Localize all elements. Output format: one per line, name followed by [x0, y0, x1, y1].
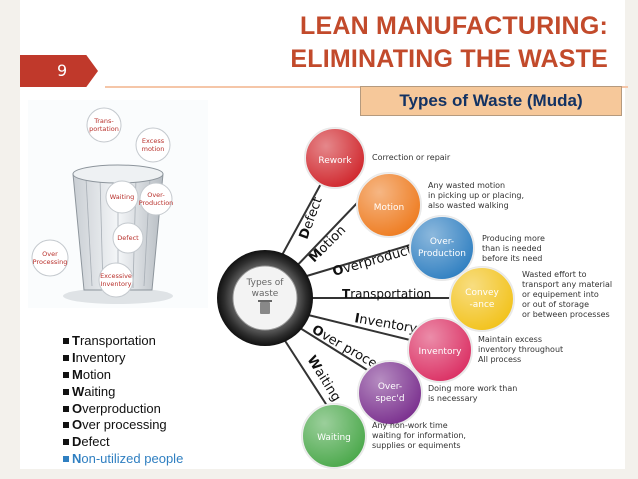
- bin-label-defect: Defect: [117, 234, 139, 242]
- hub-label-line1: Types of: [246, 278, 285, 288]
- desc-waiting: Any non-work time waiting for informatio…: [372, 421, 469, 450]
- subtitle-box: Types of Waste (Muda): [360, 86, 622, 116]
- node-over-production: Over- Production: [409, 215, 475, 281]
- node-conveyance: Convey -ance: [449, 266, 515, 332]
- hub-label-line2: waste: [252, 289, 279, 299]
- svg-text:Convey: Convey: [465, 288, 499, 298]
- node-inventory: Inventory: [407, 317, 473, 383]
- slide-title: LEAN MANUFACTURING: ELIMINATING THE WAST…: [290, 10, 608, 76]
- node-rework: Rework: [304, 127, 366, 189]
- svg-text:Inventory: Inventory: [419, 347, 463, 357]
- bin-label-overprocessing-1: Over: [42, 250, 58, 258]
- slide-title-line1: LEAN MANUFACTURING:: [300, 12, 608, 40]
- desc-rework: Correction or repair: [372, 153, 451, 162]
- waste-types-diagram: Types of waste Defect Motion Overproduct…: [210, 118, 630, 473]
- svg-text:Over-: Over-: [378, 382, 402, 392]
- bin-label-transport-1: Trans-: [93, 117, 114, 125]
- bin-label-overproduction-2: Production: [139, 199, 174, 207]
- slide-number-badge: 9: [20, 55, 98, 87]
- list-item: Over processing: [62, 417, 183, 434]
- trash-can-icon: [258, 300, 272, 314]
- svg-text:Waiting: Waiting: [317, 433, 351, 443]
- slide-title-line2: ELIMINATING THE WASTE: [290, 45, 608, 73]
- desc-motion: Any wasted motion in picking up or placi…: [428, 181, 527, 210]
- waste-bin-illustration: Trans- portation Excess motion Waiting O…: [28, 100, 208, 308]
- slide-frame-right: [625, 0, 638, 479]
- list-item: Overproduction: [62, 401, 183, 418]
- node-motion: Motion: [356, 172, 422, 238]
- list-item: Motion: [62, 367, 183, 384]
- list-item: Transportation: [62, 333, 183, 350]
- desc-inventory: Maintain excess inventory throughout All…: [478, 335, 566, 364]
- desc-over-specd: Doing more work than is necessary: [428, 384, 520, 403]
- waste-bin-graphic: Trans- portation Excess motion Waiting O…: [31, 107, 174, 304]
- node-over-specd: Over- spec'd: [357, 360, 423, 426]
- bin-label-inventory-2: Inventory: [100, 280, 131, 288]
- bin-label-motion-1: Excess: [142, 137, 165, 145]
- bin-label-overproduction-1: Over-: [147, 191, 165, 199]
- list-item: Inventory: [62, 350, 183, 367]
- list-item: Waiting: [62, 384, 183, 401]
- waste-bullet-list: Transportation Inventory Motion Waiting …: [62, 333, 184, 468]
- svg-text:spec'd: spec'd: [375, 394, 404, 404]
- svg-text:-ance: -ance: [470, 300, 495, 310]
- desc-over-production: Producing more than is needed before its…: [482, 234, 547, 263]
- bin-label-waiting: Waiting: [110, 193, 134, 201]
- svg-text:Motion: Motion: [374, 203, 405, 213]
- slide-frame-bottom: [0, 469, 638, 479]
- bin-label-overprocessing-2: Processing: [33, 258, 68, 266]
- slide-frame-left: [0, 0, 20, 479]
- bin-label-inventory-1: Excessive: [100, 272, 132, 280]
- bin-label-transport-2: portation: [89, 125, 119, 133]
- list-item: Defect: [62, 434, 183, 451]
- svg-text:Over-: Over-: [430, 237, 454, 247]
- bin-label-motion-2: motion: [142, 145, 165, 153]
- svg-text:Production: Production: [418, 249, 466, 259]
- ray-label-transportation: Transportation: [342, 287, 431, 301]
- list-item-non-utilized-people: Non-utilized people: [62, 451, 184, 467]
- node-waiting: Waiting: [301, 403, 367, 469]
- svg-text:Rework: Rework: [318, 156, 352, 166]
- desc-conveyance: Wasted effort to transport any material …: [522, 270, 615, 319]
- waste-diagram-graphic: Types of waste Defect Motion Overproduct…: [217, 127, 615, 469]
